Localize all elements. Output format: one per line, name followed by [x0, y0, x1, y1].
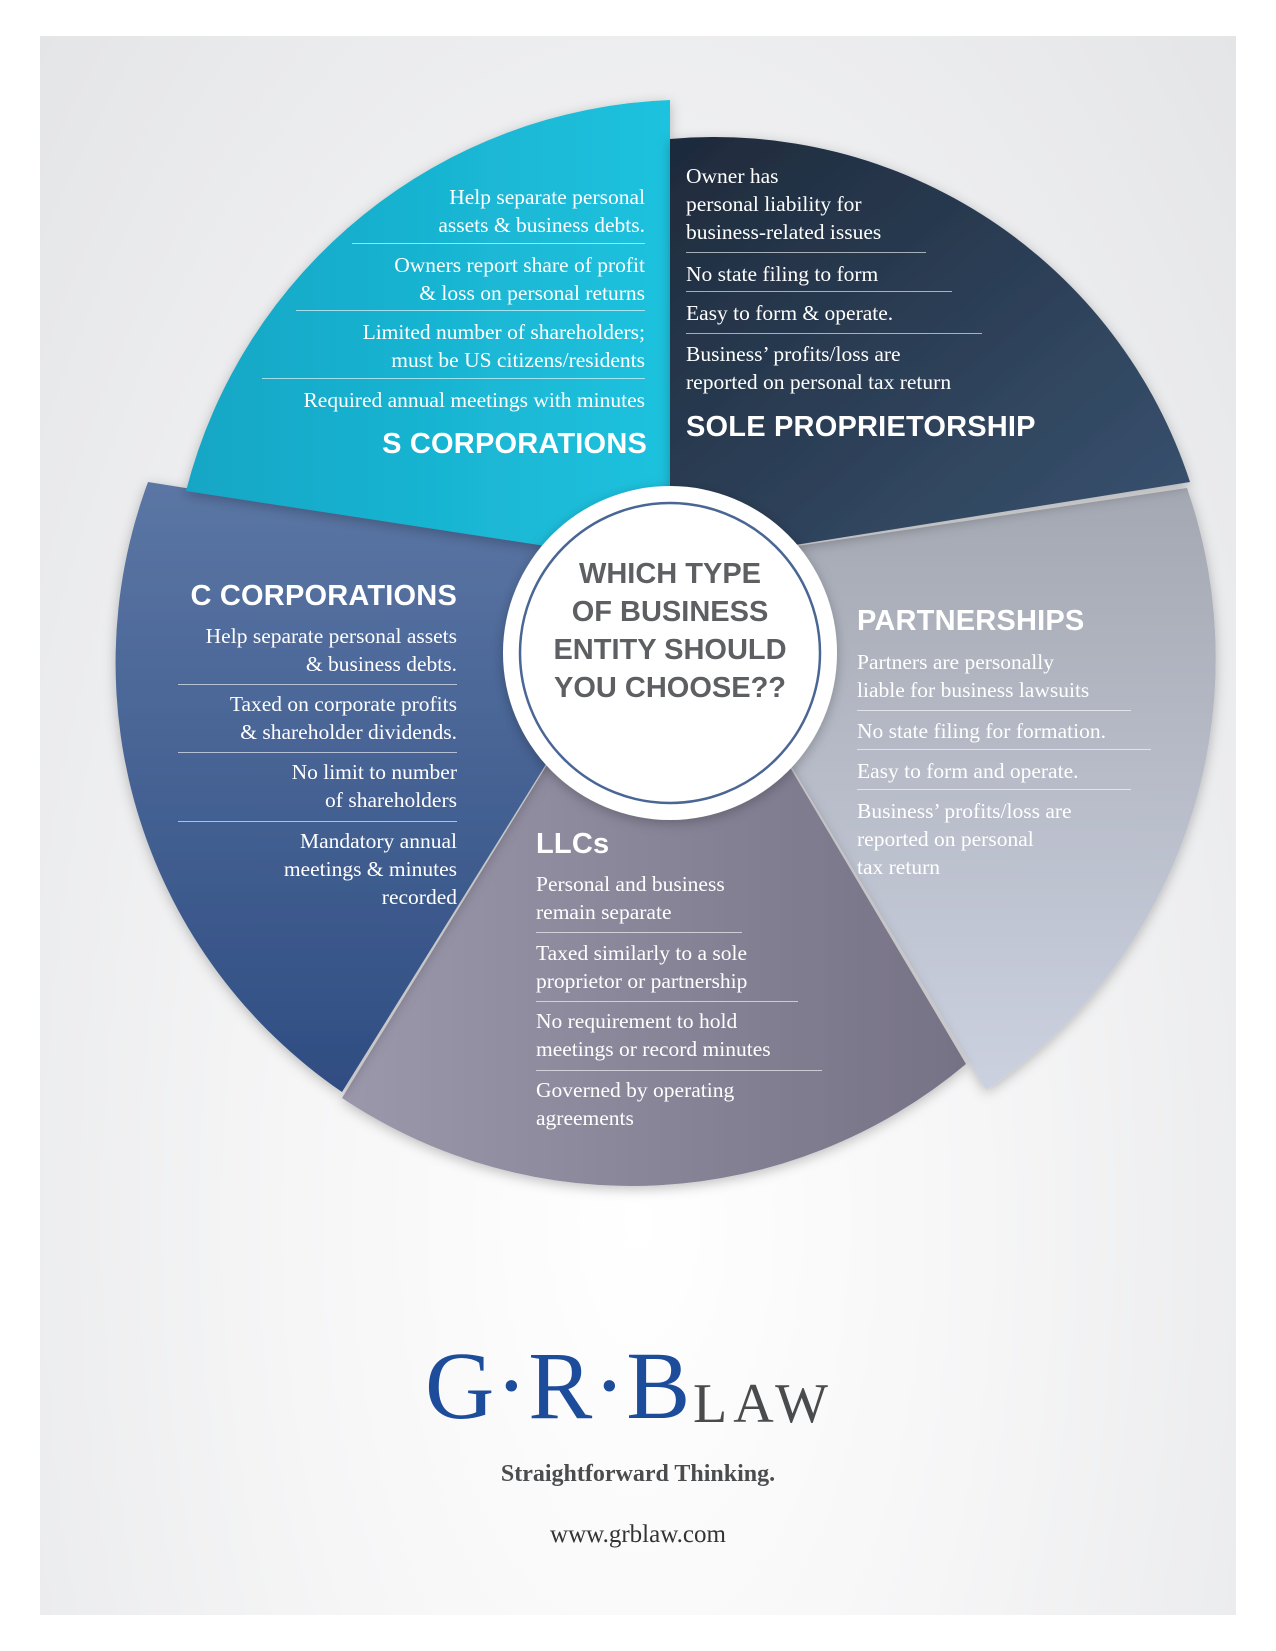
partnerships-item-1: Partners are personally liable for busin…	[857, 650, 1090, 702]
c-corp-divider-1	[178, 684, 457, 685]
c-corp-divider-3	[178, 821, 457, 822]
partnerships-title: PARTNERSHIPS	[857, 605, 1085, 637]
llcs-divider-1	[536, 932, 742, 933]
s-corp-divider-3	[262, 378, 645, 379]
llcs-title: LLCs	[536, 828, 610, 860]
partnerships-divider-1	[857, 710, 1131, 711]
sole-prop-divider-2	[686, 291, 952, 292]
llcs-item-3: No requirement to hold meetings or recor…	[536, 1009, 771, 1061]
sole-prop-item-3: Easy to form & operate.	[686, 301, 894, 325]
s-corp-item-2: Owners report share of profit & loss on …	[394, 253, 645, 305]
llcs-item-2: Taxed similarly to a sole proprietor or …	[536, 941, 748, 993]
s-corp-title: S CORPORATIONS	[382, 428, 647, 460]
grb-law-logo: G·R·B LAW	[425, 1338, 845, 1434]
segment-s-corporations	[186, 100, 670, 565]
partnerships-divider-2	[857, 749, 1151, 750]
llcs-item-4: Governed by operating agreements	[536, 1078, 735, 1130]
sole-prop-divider-1	[686, 252, 926, 253]
center-circle-ring	[518, 501, 822, 805]
s-corp-divider-2	[296, 310, 645, 311]
sole-prop-item-1: Owner has personal liability for busines…	[686, 164, 882, 244]
partnerships-item-2: No state filing for formation.	[857, 719, 1106, 743]
s-corp-item-1: Help separate personal assets & business…	[438, 185, 645, 237]
sole-prop-title: SOLE PROPRIETORSHIP	[686, 411, 1036, 443]
c-corp-item-4: Mandatory annual meetings & minutes reco…	[283, 829, 457, 909]
c-corp-divider-2	[178, 752, 457, 753]
s-corp-item-4: Required annual meetings with minutes	[303, 388, 645, 412]
website-link[interactable]: www.grblaw.com	[550, 1521, 726, 1548]
segment-llcs	[342, 565, 966, 1186]
sole-prop-item-4: Business’ profits/loss are reported on p…	[686, 342, 952, 394]
llcs-divider-2	[536, 1001, 798, 1002]
s-corp-item-3: Limited number of shareholders; must be …	[362, 320, 645, 372]
c-corp-item-2: Taxed on corporate profits & shareholder…	[229, 692, 457, 744]
llcs-divider-3	[536, 1070, 822, 1071]
sole-prop-divider-3	[686, 333, 982, 334]
logo-mark: G·R·B	[425, 1332, 692, 1439]
partnerships-item-4: Business’ profits/loss are reported on p…	[857, 799, 1072, 879]
partnerships-item-3: Easy to form and operate.	[857, 759, 1079, 783]
logo-suffix: LAW	[693, 1373, 835, 1435]
llcs-item-1: Personal and business remain separate	[536, 872, 725, 924]
c-corp-item-3: No limit to number of shareholders	[291, 760, 457, 812]
sole-prop-item-2: No state filing to form	[686, 262, 879, 286]
partnerships-divider-3	[857, 789, 1131, 790]
center-question: WHICH TYPE OF BUSINESS ENTITY SHOULD YOU…	[553, 558, 787, 704]
c-corp-item-1: Help separate personal assets & business…	[205, 624, 457, 676]
segment-sole-proprietorship	[670, 137, 1190, 565]
tagline: Straightforward Thinking.	[500, 1461, 776, 1487]
c-corp-title: C CORPORATIONS	[190, 580, 457, 612]
s-corp-divider-1	[352, 243, 645, 244]
